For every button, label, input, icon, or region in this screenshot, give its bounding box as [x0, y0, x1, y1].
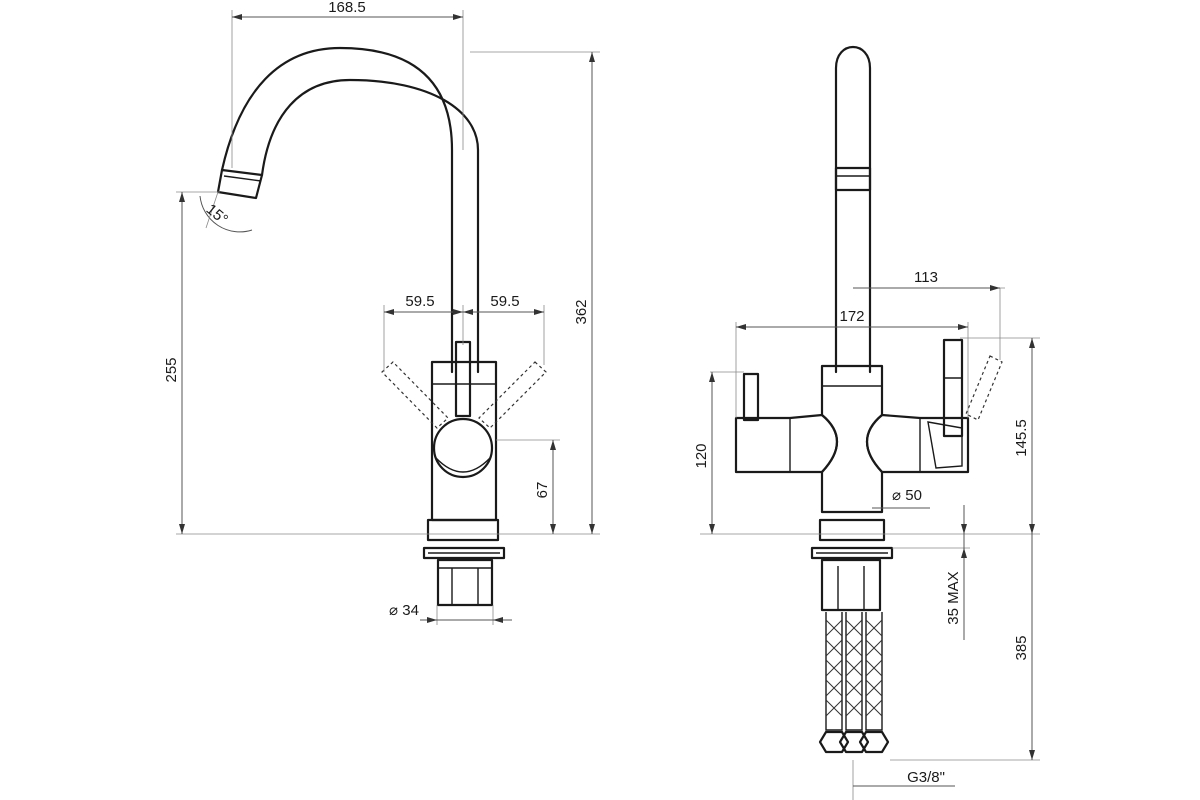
lever-height-dim-text: 145.5: [1013, 419, 1030, 457]
side-lever: [454, 340, 472, 418]
lever-left-dim-text: 59.5: [405, 293, 434, 310]
total-height-dim-text: 362: [573, 299, 590, 324]
base-diameter-dim-text: ⌀ 34: [389, 602, 419, 619]
mount-thickness-dim-text: 35 MAX: [945, 571, 962, 624]
side-base-flange: [422, 546, 506, 560]
spout-outer-curve: [220, 46, 454, 374]
front-center-body: [820, 364, 884, 514]
thread-dim-text: G3/8": [907, 769, 945, 786]
side-handle-knob: [432, 417, 494, 479]
angle-arc: [199, 195, 253, 233]
side-lever-right-dashed: [478, 361, 547, 429]
spout-nozzle: [216, 168, 264, 200]
front-view: 113 172 120 145.5 ⌀ 50 35 MAX 385 G3/8": [693, 45, 1040, 800]
reach-dim-text: 168.5: [328, 0, 366, 16]
front-right-lever-dashed: [965, 355, 1003, 421]
hose-length-dim-text: 385: [1013, 635, 1030, 660]
body-height-dim-text: 120: [693, 443, 710, 468]
front-base-collar: [818, 518, 886, 542]
spout-inner-curve: [260, 78, 480, 374]
side-view: 168.5 15° 59.5 59.5 362 255 67 ⌀ 34: [163, 0, 600, 625]
front-shank: [820, 558, 882, 612]
front-base-flange: [810, 546, 894, 560]
body-diameter-dim-text: ⌀ 50: [892, 487, 922, 504]
front-left-lever: [742, 372, 760, 422]
handle-height-dim-text: 67: [534, 482, 551, 499]
side-base-collar: [426, 518, 500, 542]
front-hoses: [818, 612, 890, 754]
side-lever-left-dashed: [381, 361, 449, 429]
front-right-lever: [942, 338, 964, 438]
front-right-arm: [866, 413, 970, 474]
side-body: [430, 360, 498, 522]
front-spout-ring: [834, 166, 872, 192]
body-width-dim-text: 172: [839, 308, 864, 325]
side-shank: [436, 558, 494, 607]
lever-right-dim-text: 59.5: [490, 293, 519, 310]
lever-offset-dim-text: 113: [914, 269, 938, 286]
front-spout: [834, 45, 872, 374]
spout-height-dim-text: 255: [163, 357, 180, 382]
front-left-arm: [734, 413, 838, 474]
